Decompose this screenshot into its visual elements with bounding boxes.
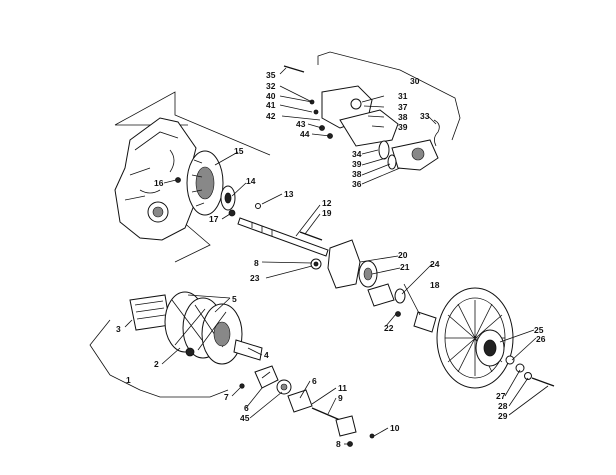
callout-28: 28 [498,401,508,411]
callout-37: 37 [398,102,408,112]
callout-14: 14 [246,176,256,186]
callout-18: 18 [430,280,440,290]
callout-11: 11 [338,383,347,393]
callout-2: 2 [154,359,159,369]
callout-35: 35 [266,70,276,80]
callout-30: 30 [410,76,420,86]
callout-44: 44 [300,129,310,139]
callout-1: 1 [126,375,131,385]
callout-42: 42 [266,111,276,121]
callout-40: 40 [266,91,276,101]
callout-23: 23 [250,273,260,283]
callout-17: 17 [209,214,219,224]
callout-36: 36 [352,179,362,189]
callout-8b: 8 [336,439,341,449]
nut-17 [228,209,236,217]
drive-clutch-assembly [129,291,263,365]
callout-39b: 39 [352,159,362,169]
callout-4: 4 [264,350,269,360]
callout-9: 9 [338,393,343,403]
callout-32: 32 [266,81,276,91]
callout-21: 21 [400,262,410,272]
callout-15: 15 [234,146,244,156]
leader-lines [124,67,549,445]
callout-22: 22 [384,323,394,333]
callout-25: 25 [534,325,544,335]
shaft-12-19 [237,203,329,257]
fastener-stack-26-29 [505,355,555,387]
callout-numbers: 1 2 3 4 5 6 6 7 8 8 9 10 11 12 13 14 15 … [116,70,546,449]
callout-6b: 6 [244,403,249,413]
lower-hardware [239,365,375,447]
callout-19: 19 [322,208,332,218]
callout-33: 33 [420,111,430,121]
gearcase-housing [114,117,201,241]
callout-26: 26 [536,334,546,344]
callout-43: 43 [296,119,306,129]
callout-34: 34 [352,149,362,159]
callout-8a: 8 [254,258,259,268]
driven-pulley-25 [413,287,514,389]
callout-29: 29 [498,411,508,421]
callout-31: 31 [398,91,408,101]
hub-14 [220,185,236,211]
callout-20: 20 [398,250,408,260]
bearing-housing [310,239,406,317]
callout-38b: 38 [352,169,362,179]
bolt-16 [175,177,181,183]
callout-3: 3 [116,324,121,334]
callout-27: 27 [496,391,506,401]
callout-39a: 39 [398,122,408,132]
callout-7: 7 [224,392,229,402]
actuator-assembly [283,65,440,171]
callout-12: 12 [322,198,332,208]
callout-38a: 38 [398,112,408,122]
callout-10: 10 [390,423,400,433]
callout-6a: 6 [312,376,317,386]
callout-16: 16 [154,178,164,188]
callout-24: 24 [430,259,440,269]
callout-5: 5 [232,294,237,304]
sprocket-15 [186,150,224,216]
callout-13: 13 [284,189,294,199]
callout-45: 45 [240,413,250,423]
callout-41: 41 [266,100,276,110]
